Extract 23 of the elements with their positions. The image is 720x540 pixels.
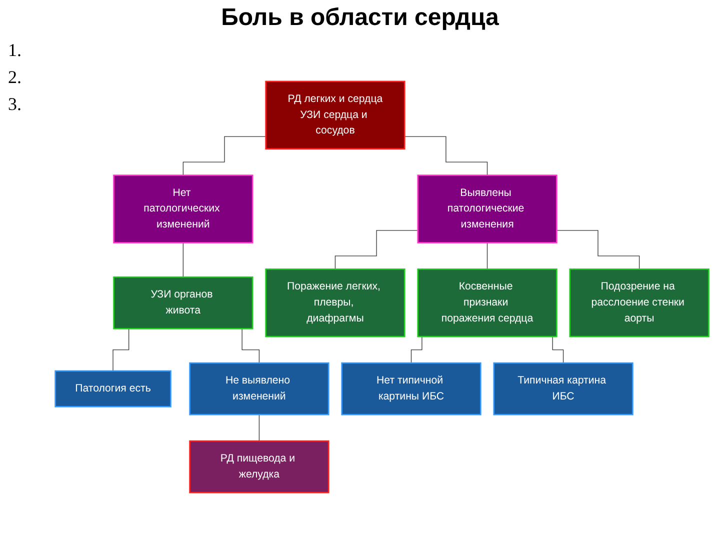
node-box: Подозрение на расслоение стенки аорты [569, 268, 710, 338]
node-box: Патология есть [54, 370, 172, 408]
node-box: Нет патологических изменений [113, 174, 254, 244]
connector [334, 230, 418, 270]
node-box: Нет типичной картины ИБС [341, 362, 482, 416]
node-box: Выявлены патологические изменения [417, 174, 558, 244]
step-number: 2. [8, 67, 22, 88]
connector [182, 242, 184, 278]
step-number: 1. [8, 40, 22, 61]
node-box: Поражение легких, плевры, диафрагмы [265, 268, 406, 338]
diagram-title: Боль в области сердца [220, 4, 500, 32]
node-box: УЗИ органов живота [113, 276, 254, 330]
node-box: Типичная картина ИБС [493, 362, 634, 416]
node-box: Косвенные признаки поражения сердца [417, 268, 558, 338]
step-number: 3. [8, 94, 22, 115]
connector [486, 242, 488, 270]
node-box: Не выявлено изменений [189, 362, 330, 416]
node-box: РД легких и сердца УЗИ сердца и сосудов [265, 80, 406, 150]
connector [258, 414, 260, 442]
connector [404, 136, 488, 176]
connector [182, 136, 266, 176]
node-box: РД пищевода и желудка [189, 440, 330, 494]
connector [556, 230, 640, 270]
